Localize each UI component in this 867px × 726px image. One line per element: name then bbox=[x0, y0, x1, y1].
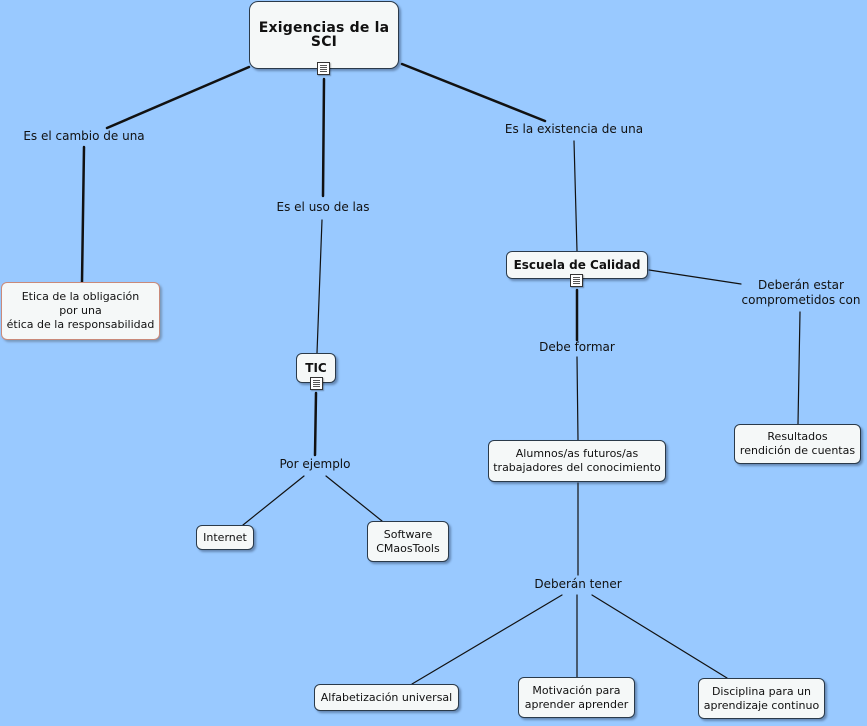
document-icon[interactable] bbox=[310, 377, 323, 390]
link-existencia: Es la existencia de una bbox=[504, 122, 644, 136]
connector-tener-disciplina bbox=[591, 594, 728, 679]
concept-disciplina[interactable]: Disciplina para un aprendizaje continuo bbox=[698, 678, 825, 719]
connector-ejemplo-internet bbox=[242, 475, 305, 526]
connector-deberan-resultados bbox=[797, 311, 801, 425]
concept-alumnos[interactable]: Alumnos/as futuros/as trabajadores del c… bbox=[488, 440, 666, 482]
connector-root-existencia bbox=[400, 62, 547, 123]
document-icon[interactable] bbox=[317, 62, 330, 75]
document-icon[interactable] bbox=[570, 274, 583, 287]
concept-internet[interactable]: Internet bbox=[196, 525, 254, 550]
link-debe-formar: Debe formar bbox=[539, 340, 615, 354]
concept-tic[interactable]: TIC bbox=[296, 353, 336, 383]
connector-root-uso bbox=[321, 77, 326, 198]
link-cambio: Es el cambio de una bbox=[23, 129, 145, 143]
link-deberan-estar: Deberán estar comprometidos con bbox=[741, 278, 861, 307]
connector-existencia-escuela bbox=[573, 140, 578, 252]
connector-uso-tic bbox=[316, 219, 323, 354]
connector-tic-ejemplo bbox=[313, 391, 318, 457]
concept-software[interactable]: Software CMaosTools bbox=[367, 521, 449, 562]
concept-alfabetizacion[interactable]: Alfabetización universal bbox=[314, 684, 459, 711]
connector-tener-alfa bbox=[411, 594, 563, 685]
connector-cambio-ethic bbox=[80, 145, 86, 284]
connector-escuela-deberan bbox=[648, 269, 742, 285]
concept-motivacion[interactable]: Motivación para aprender aprender bbox=[518, 677, 635, 718]
connector-ejemplo-software bbox=[325, 475, 383, 522]
concept-exigencias-sci[interactable]: Exigencias de la SCI bbox=[249, 1, 399, 69]
connector-root-cambio bbox=[105, 65, 251, 130]
connector-debe-alumnos bbox=[576, 356, 579, 441]
link-uso: Es el uso de las bbox=[276, 200, 370, 214]
link-deberan-tener: Deberán tener bbox=[534, 577, 622, 591]
concept-resultados[interactable]: Resultados rendición de cuentas bbox=[734, 424, 861, 464]
link-ejemplo: Por ejemplo bbox=[279, 457, 351, 471]
concept-etica[interactable]: Etica de la obligación por una ética de … bbox=[1, 282, 160, 340]
